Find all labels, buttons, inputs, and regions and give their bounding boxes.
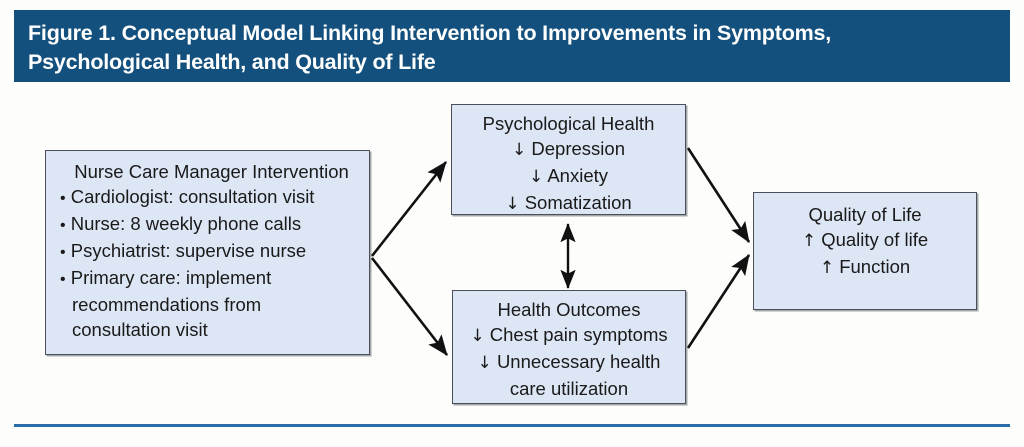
health-outcomes-item-list: ↓ Chest pain symptoms ↓ Unnecessary heal… xyxy=(459,322,679,401)
list-item: • Nurse: 8 weekly phone calls xyxy=(60,211,359,238)
list-item: • Cardiologist: consultation visit xyxy=(60,184,359,211)
bottom-divider-rule xyxy=(14,424,1010,427)
list-item-label: Depression xyxy=(531,138,625,159)
node-psychological-health: Psychological Health ↓ Depression ↓ Anxi… xyxy=(451,104,686,215)
list-item: ↓ Chest pain symptoms xyxy=(459,322,679,349)
node-title: Psychological Health xyxy=(482,113,655,134)
up-arrow-icon: ↑ xyxy=(819,258,835,278)
node-title: Quality of Life xyxy=(808,204,922,225)
list-item-label: Primary care: implement recommendations … xyxy=(70,267,272,340)
bullet-glyph: • xyxy=(60,190,66,207)
list-item-label: Nurse: 8 weekly phone calls xyxy=(70,213,302,234)
quality-of-life-item-list: ↑ Quality of life ↑ Function xyxy=(760,227,970,281)
list-item: ↓ Somatization xyxy=(458,190,679,217)
down-arrow-icon: ↓ xyxy=(528,167,544,187)
list-item: ↓ Anxiety xyxy=(458,163,679,190)
arrow-psychological-health-to-quality-of-life xyxy=(686,147,751,243)
node-quality-of-life: Quality of Life ↑ Quality of life ↑ Func… xyxy=(753,192,977,310)
list-item: ↓ Depression xyxy=(458,136,679,163)
list-item-label: Anxiety xyxy=(547,165,609,186)
list-item: • Psychiatrist: supervise nurse xyxy=(60,238,359,265)
list-item: ↓ Unnecessary health care utilization xyxy=(459,349,679,401)
list-item: ↑ Function xyxy=(760,254,970,281)
list-item: ↑ Quality of life xyxy=(760,227,970,254)
node-title: Nurse Care Manager Intervention xyxy=(74,161,349,182)
intervention-item-list: • Cardiologist: consultation visit • Nur… xyxy=(60,184,359,342)
up-arrow-icon: ↑ xyxy=(801,231,817,251)
list-item-label: Function xyxy=(839,256,911,277)
down-arrow-icon: ↓ xyxy=(477,353,492,373)
list-item-label: Chest pain symptoms xyxy=(489,324,668,345)
list-item-label: Cardiologist: consultation visit xyxy=(70,186,315,207)
list-item-label: Unnecessary health care utilization xyxy=(496,351,661,399)
list-item-label: Psychiatrist: supervise nurse xyxy=(70,240,307,261)
list-item-label: Quality of life xyxy=(821,229,929,250)
node-title: Health Outcomes xyxy=(497,299,641,320)
arrow-intervention-to-health-outcomes xyxy=(370,257,449,356)
node-nurse-care-manager-intervention: Nurse Care Manager Intervention • Cardio… xyxy=(45,150,370,355)
arrow-intervention-to-psychological-health xyxy=(370,161,448,257)
psychological-health-item-list: ↓ Depression ↓ Anxiety ↓ Somatization xyxy=(458,136,679,217)
bullet-glyph: • xyxy=(60,244,66,261)
arrow-health-outcomes-to-quality-of-life xyxy=(686,254,751,349)
down-arrow-icon: ↓ xyxy=(505,194,520,214)
node-health-outcomes: Health Outcomes ↓ Chest pain symptoms ↓ … xyxy=(452,290,686,404)
down-arrow-icon: ↓ xyxy=(470,326,485,346)
bullet-glyph: • xyxy=(60,271,66,288)
list-item-label: Somatization xyxy=(524,192,632,213)
figure-title-band: Figure 1. Conceptual Model Linking Inter… xyxy=(14,10,1010,82)
figure-title: Figure 1. Conceptual Model Linking Inter… xyxy=(28,21,832,74)
list-item: • Primary care: implement recommendation… xyxy=(60,265,359,342)
down-arrow-icon: ↓ xyxy=(512,140,527,160)
bullet-glyph: • xyxy=(60,217,66,234)
